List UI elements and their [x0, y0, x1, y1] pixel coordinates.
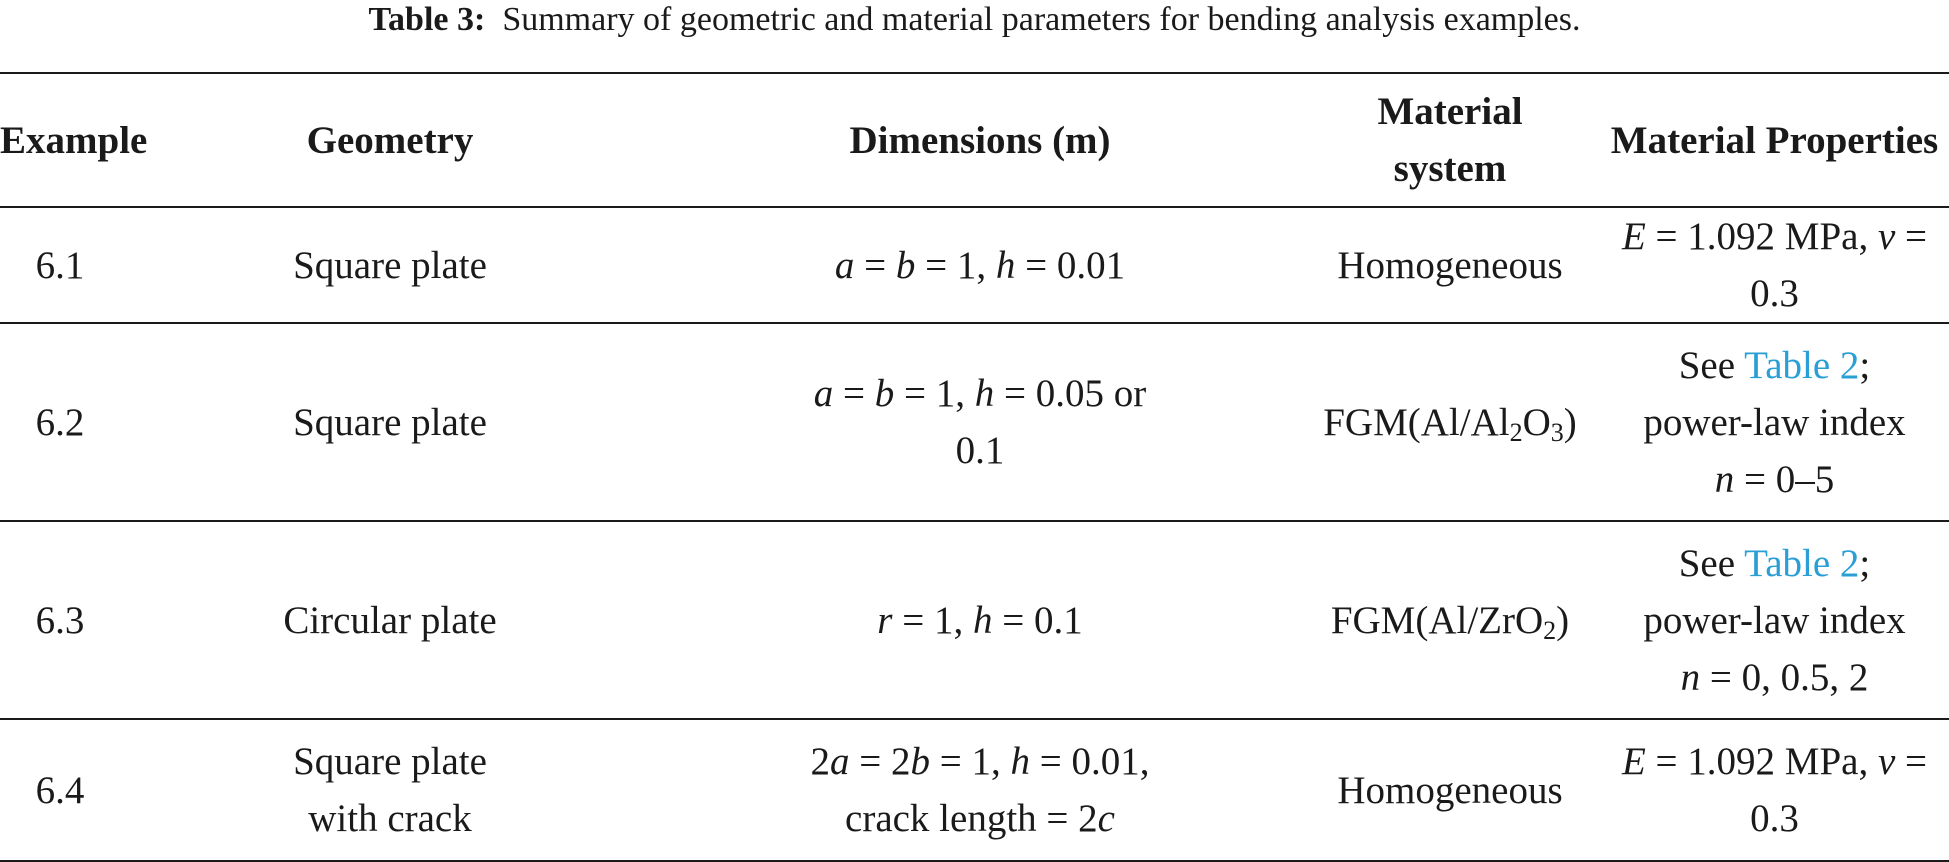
var-n: n [1714, 457, 1735, 501]
parameters-table: Example Geometry Dimensions (m) Material… [0, 72, 1949, 862]
prop-line3: n = 0–5 [1600, 451, 1949, 508]
cell-example: 6.2 [35, 400, 85, 444]
table-caption: Table 3: Summary of geometric and materi… [0, 0, 1949, 46]
cell-properties: E = 1.092 MPa, ν = 0.3 [1600, 719, 1949, 861]
dim-line2: crack length = 2c [660, 790, 1300, 847]
mat-prefix: FGM(Al/Al [1323, 400, 1510, 444]
var-n: n [1680, 655, 1701, 699]
dim-eq2: = 1, [894, 372, 975, 415]
dim-line2: 0.1 [955, 429, 1005, 472]
dim-rest: = 0.1 [992, 598, 1083, 642]
prop-e-rest: = 1.092 MPa, [1645, 740, 1878, 783]
dim-eq1: = [833, 372, 875, 415]
table-2-link[interactable]: Table 2 [1744, 541, 1860, 585]
var-nu: ν [1877, 740, 1896, 783]
header-example: Example [0, 73, 147, 208]
table-2-link[interactable]: Table 2 [1744, 343, 1860, 387]
var-b: b [895, 243, 916, 287]
var-a: a [813, 372, 834, 415]
cell-material: Homogeneous [1337, 768, 1563, 812]
caption-text: Summary of geometric and material parame… [502, 1, 1581, 38]
var-h: h [974, 372, 995, 415]
dim-eq2: = 1, [930, 740, 1011, 783]
var-E: E [1621, 215, 1646, 258]
var-h: h [995, 243, 1016, 287]
cell-material: Homogeneous [1337, 243, 1563, 287]
var-h: h [1010, 740, 1031, 783]
caption-label: Table 3: [368, 1, 486, 38]
table-row: 6.3 Circular plate r = 1, h = 0.1 FGM(Al… [0, 521, 1949, 719]
var-r: r [877, 598, 893, 642]
cell-geometry: Square plate [293, 400, 487, 444]
dim-line1: 2a = 2b = 1, h = 0.01, [660, 733, 1300, 790]
var-a: a [830, 740, 850, 783]
var-a: a [834, 243, 855, 287]
prop-see: See [1678, 343, 1745, 387]
var-E: E [1621, 740, 1646, 783]
header-dimensions: Dimensions (m) [660, 73, 1300, 208]
header-material-properties: Material Properties [1600, 73, 1949, 208]
cell-material: FGM(Al/Al2O3) [1300, 323, 1600, 521]
cell-dimensions: r = 1, h = 0.1 [660, 521, 1300, 719]
cell-geometry: Square plate with crack [120, 719, 660, 861]
prop-line1: See Table 2; [1600, 535, 1949, 592]
mat-mid: O [1522, 400, 1551, 444]
prop-nu-rest: = 0.3 [1750, 215, 1928, 315]
header-material-system-line2: system [1393, 147, 1507, 190]
dim-crack-text: crack length = 2 [845, 797, 1098, 840]
prop-n-rest: = 0, 0.5, 2 [1700, 655, 1869, 699]
cell-dimensions: 2a = 2b = 1, h = 0.01, crack length = 2c [660, 719, 1300, 861]
cell-properties: See Table 2; power-law index n = 0–5 [1600, 323, 1949, 521]
dim-eq1: = 2 [849, 740, 911, 783]
dim-line1: a = b = 1, h = 0.05 or [660, 365, 1300, 422]
prop-line2: power-law index [1643, 400, 1906, 444]
cell-dimensions: a = b = 1, h = 0.01 [660, 207, 1300, 323]
dim-eq1: = [854, 243, 896, 287]
mat-sub1: 2 [1543, 615, 1557, 645]
prop-line1: See Table 2; [1600, 337, 1949, 394]
prop-line3: n = 0, 0.5, 2 [1600, 649, 1949, 706]
prop-semi: ; [1859, 343, 1871, 387]
header-material-system: Material system [1300, 73, 1600, 208]
header-material-system-line1: Material [1377, 90, 1523, 133]
dim-pre-a: 2 [810, 740, 831, 783]
var-c: c [1097, 797, 1115, 840]
mat-prefix: FGM(Al/ZrO [1330, 598, 1544, 642]
cell-material: FGM(Al/ZrO2) [1300, 521, 1600, 719]
dim-eq1: = 1, [892, 598, 973, 642]
mat-sub2: 3 [1550, 417, 1564, 447]
geo-line1: Square plate [293, 740, 487, 783]
prop-see: See [1678, 541, 1745, 585]
mat-sub1: 2 [1509, 417, 1523, 447]
mat-suffix: ) [1563, 400, 1577, 444]
cell-dimensions: a = b = 1, h = 0.05 or 0.1 [660, 323, 1300, 521]
cell-properties: See Table 2; power-law index n = 0, 0.5,… [1600, 521, 1949, 719]
prop-n-rest: = 0–5 [1734, 457, 1835, 501]
header-geometry: Geometry [120, 73, 660, 208]
prop-line2: power-law index [1643, 598, 1906, 642]
var-b: b [910, 740, 931, 783]
var-h: h [972, 598, 993, 642]
prop-semi: ; [1859, 541, 1871, 585]
dim-rest: = 0.05 or [994, 372, 1147, 415]
table-row: 6.2 Square plate a = b = 1, h = 0.05 or … [0, 323, 1949, 521]
cell-example: 6.1 [35, 243, 85, 287]
cell-example: 6.3 [35, 598, 85, 642]
header-row: Example Geometry Dimensions (m) Material… [0, 73, 1949, 208]
prop-e-rest: = 1.092 MPa, [1645, 215, 1878, 258]
dim-rest: = 0.01, [1030, 740, 1150, 783]
table-row: 6.4 Square plate with crack 2a = 2b = 1,… [0, 719, 1949, 861]
parameters-table-wrap: Example Geometry Dimensions (m) Material… [0, 72, 1949, 862]
dim-rest: = 0.01 [1015, 243, 1126, 287]
mat-suffix: ) [1556, 598, 1570, 642]
table-row: 6.1 Square plate a = b = 1, h = 0.01 Hom… [0, 207, 1949, 323]
geo-line2: with crack [308, 797, 472, 840]
cell-geometry: Square plate [293, 243, 487, 287]
cell-example: 6.4 [35, 768, 85, 812]
cell-geometry: Circular plate [283, 598, 497, 642]
cell-properties: E = 1.092 MPa, ν = 0.3 [1600, 207, 1949, 323]
var-b: b [874, 372, 895, 415]
var-nu: ν [1877, 215, 1896, 258]
dim-eq2: = 1, [915, 243, 996, 287]
